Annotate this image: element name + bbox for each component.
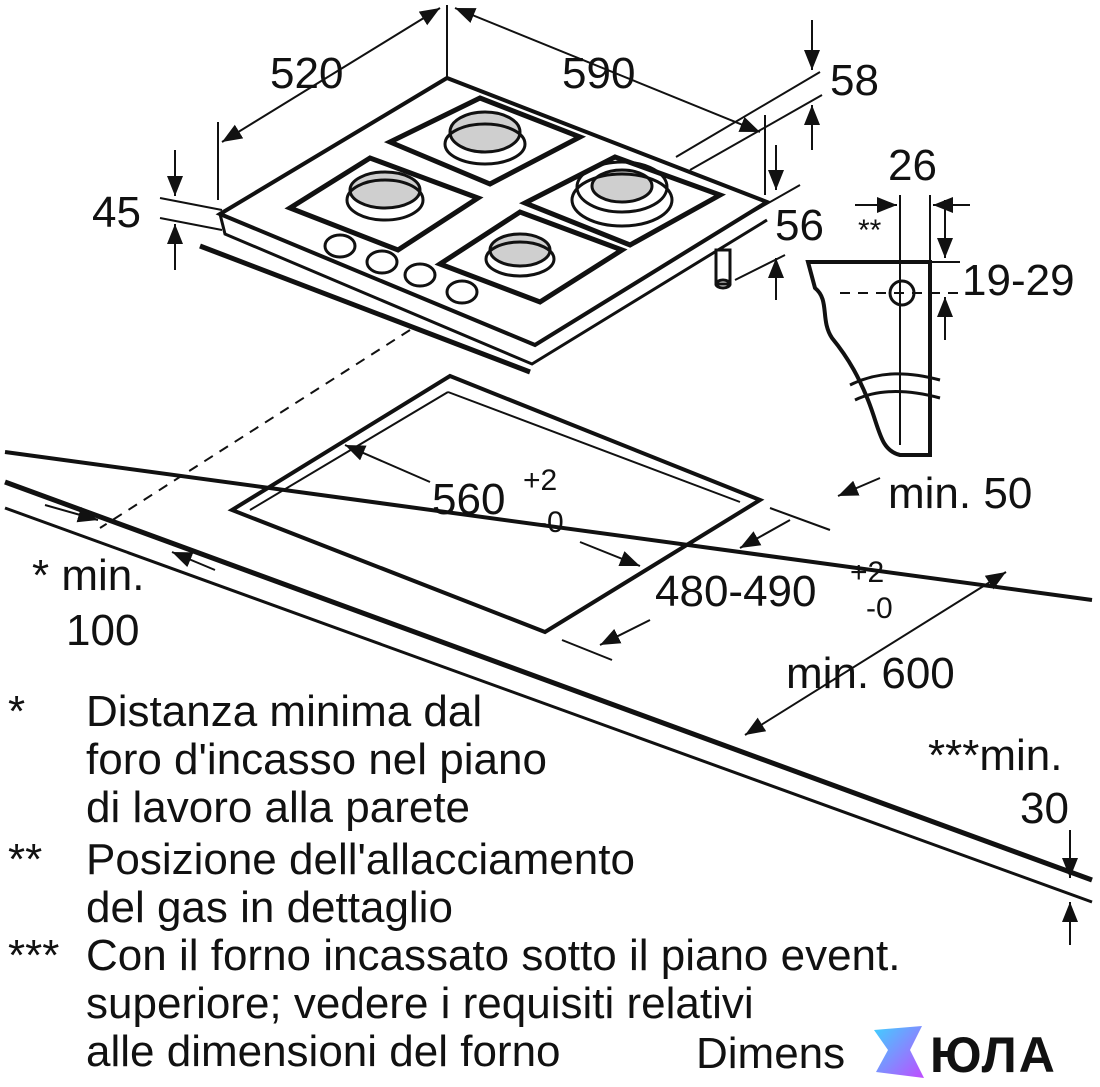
dim-detail-marker: ** xyxy=(858,214,882,247)
dim-min-wall-line1: * min. xyxy=(32,551,144,600)
dim-min-wall-line2: 100 xyxy=(66,606,139,655)
note-1-line-3: di lavoro alla parete xyxy=(86,783,471,832)
dim-cutout-depth-label: 480-490 xyxy=(655,567,816,616)
gas-connection-detail xyxy=(805,195,960,457)
note-1-line-2: foro d'incasso nel piano xyxy=(86,735,547,784)
note-2-marker: ** xyxy=(8,835,43,884)
pan-support-front xyxy=(434,209,628,305)
brand-logo: ЮЛА xyxy=(868,1022,1098,1084)
note-2-line-2: del gas in dettaglio xyxy=(86,883,453,932)
note-3-line-3: alle dimensioni del forno xyxy=(86,1027,561,1076)
dim-glass-label: 45 xyxy=(92,188,141,237)
pan-support-rear xyxy=(383,95,587,187)
projection-line xyxy=(99,329,411,529)
note-3-marker: *** xyxy=(8,931,60,980)
gas-inlet xyxy=(714,248,732,290)
dim-min-back-label: min. 50 xyxy=(888,469,1032,518)
burner-front xyxy=(484,232,556,278)
control-knobs xyxy=(323,233,479,305)
burner-left xyxy=(345,170,425,222)
note-1-marker: * xyxy=(8,687,26,736)
brand-name: ЮЛА xyxy=(930,1027,1057,1083)
dim-cutout-width-tol-plus: +2 xyxy=(523,464,557,497)
dim-cutout-width-label: 560 xyxy=(432,475,505,524)
dim-width-label: 590 xyxy=(562,49,635,98)
dim-cutout-depth-tol-plus: +2 xyxy=(850,556,884,589)
pan-support-left xyxy=(284,155,484,253)
brand-mark-icon xyxy=(874,1026,924,1078)
note-1-line-1: Distanza minima dal xyxy=(86,687,483,736)
note-2-line-1: Posizione dell'allacciamento xyxy=(86,835,635,884)
dim-gas-offset-label: 56 xyxy=(775,201,824,250)
dim-min-oven-line1: ***min. xyxy=(928,731,1063,780)
burner-right-wok xyxy=(570,160,674,228)
dim-lines xyxy=(44,5,1078,945)
dim-min-oven-line2: 30 xyxy=(1020,784,1069,833)
dim-cutout-depth-tol-minus: -0 xyxy=(866,592,893,625)
burner-rear xyxy=(443,110,527,166)
dim-min-front-label: min. 600 xyxy=(786,649,955,698)
note-3-line-2: superiore; vedere i requisiti relativi xyxy=(86,979,754,1028)
note-3-line-1: Con il forno incassato sotto il piano ev… xyxy=(86,931,901,980)
dim-cutout-width-tol-minus: -0 xyxy=(537,506,564,539)
dim-detail-width-label: 26 xyxy=(888,141,937,190)
footer-caption: Dimens xyxy=(696,1029,846,1078)
dim-detail-range-label: 19-29 xyxy=(962,256,1075,305)
dim-depth-label: 520 xyxy=(270,49,343,98)
dim-height-total-label: 58 xyxy=(830,56,879,105)
